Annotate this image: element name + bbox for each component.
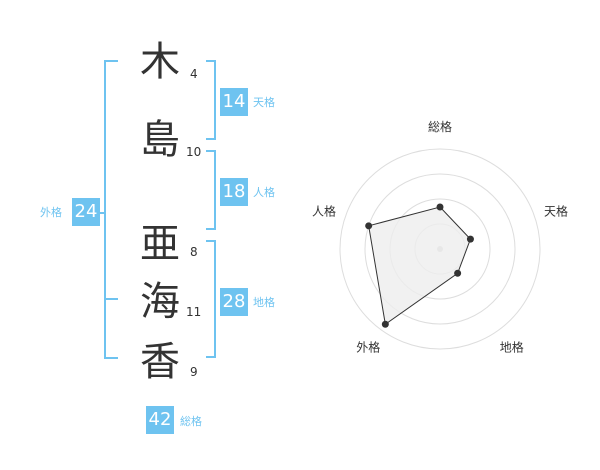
stroke-count-3: 8 (190, 245, 198, 259)
tenkaku-bracket-line (214, 60, 216, 140)
gaikaku-bracket-mid (104, 298, 118, 300)
radar-grid-ring (339, 148, 541, 350)
soukaku-value-badge: 42 (146, 406, 174, 434)
jinkaku-bracket-top (206, 150, 216, 152)
radar-point-1 (436, 203, 444, 211)
gaikaku-bracket-bottom (104, 357, 118, 359)
jinkaku-value-badge: 18 (220, 178, 248, 206)
name-char-3: 亜 (140, 221, 180, 267)
tenkaku-value-badge: 14 (220, 88, 248, 116)
tenkaku-bracket-top (206, 60, 216, 62)
radar-axis-label-3: 地格 (500, 340, 524, 355)
tenkaku-bracket-bottom (206, 138, 216, 140)
stroke-count-2: 10 (186, 145, 202, 159)
name-char-5: 香 (140, 339, 180, 385)
radar-axis-label-5: 人格 (312, 203, 336, 218)
jinkaku-bracket-bottom (206, 228, 216, 230)
stroke-count-4: 11 (186, 305, 202, 319)
name-char-2: 島 (140, 117, 180, 163)
radar-point-4 (381, 320, 389, 328)
chikaku-label: 地格 (253, 296, 275, 309)
stroke-count-1: 4 (190, 67, 198, 81)
chikaku-bracket-top (206, 240, 216, 242)
jinkaku-bracket-line (214, 150, 216, 230)
soukaku-label: 総格 (180, 415, 202, 428)
chikaku-bracket-line (214, 240, 216, 358)
gaikaku-bracket-top (104, 60, 118, 62)
gaikaku-bracket-stub (100, 212, 106, 214)
radar-area (368, 206, 472, 326)
radar-point-3 (454, 269, 462, 277)
radar-point-5 (365, 222, 373, 230)
name-char-4: 海 (140, 279, 180, 325)
gaikaku-bracket-line (104, 60, 106, 358)
name-char-1: 木 (140, 39, 180, 85)
radar-axis-label-2: 天格 (544, 203, 568, 218)
gaikaku-value-badge: 24 (72, 198, 100, 226)
stroke-count-5: 9 (190, 365, 198, 379)
radar-point-2 (466, 235, 474, 243)
radar-grid-ring (364, 173, 516, 325)
jinkaku-label: 人格 (253, 186, 275, 199)
radar-axis-label-1: 総格 (428, 119, 452, 134)
chikaku-value-badge: 28 (220, 288, 248, 316)
tenkaku-label: 天格 (253, 96, 275, 109)
gaikaku-label: 外格 (40, 206, 62, 219)
chikaku-bracket-bottom (206, 356, 216, 358)
radar-axis-label-4: 外格 (356, 340, 380, 355)
